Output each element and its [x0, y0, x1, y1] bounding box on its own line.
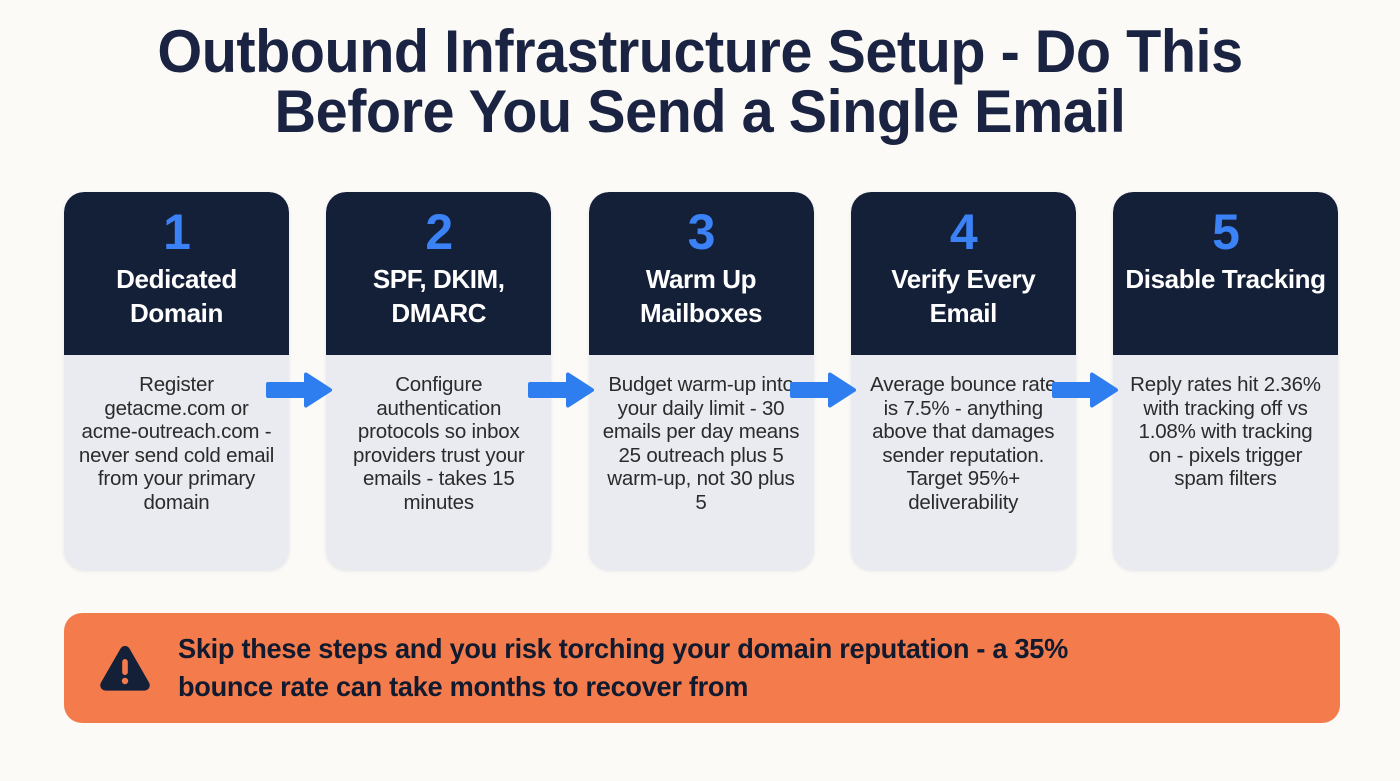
step-card-4: 4 Verify Every Email Average bounce rate… — [850, 192, 1076, 570]
step-card-5-title: Disable Tracking — [1125, 264, 1326, 294]
page-title-line-2: Before You Send a Single Email — [274, 78, 1126, 145]
page-title: Outbound Infrastructure Setup - Do This … — [28, 22, 1372, 142]
step-card-1-body: Register getacme.com or acme-outreach.co… — [78, 373, 275, 514]
step-card-5-number: 5 — [1212, 204, 1240, 260]
arrow-right-icon — [266, 372, 332, 408]
steps-container: 1 Dedicated Domain Register getacme.com … — [64, 192, 1338, 570]
step-card-1-header: 1 Dedicated Domain — [64, 192, 289, 355]
step-card-3-body: Budget warm-up into your daily limit - 3… — [602, 373, 800, 514]
step-card-5: 5 Disable Tracking Reply rates hit 2.36%… — [1113, 192, 1338, 570]
step-card-5-body: Reply rates hit 2.36% with tracking off … — [1130, 373, 1321, 490]
step-card-2-number: 2 — [425, 204, 453, 260]
step-card-2-header: 2 SPF, DKIM, DMARC — [326, 192, 552, 355]
step-card-1-title: Dedicated Domain — [116, 264, 237, 328]
step-card-5-header: 5 Disable Tracking — [1113, 192, 1338, 355]
step-card-3-header: 3 Warm Up Mailboxes — [588, 192, 814, 355]
step-card-4-title: Verify Every Email — [891, 264, 1036, 328]
warning-banner: Skip these steps and you risk torching y… — [64, 613, 1340, 723]
step-card-4-number: 4 — [949, 204, 978, 260]
arrow-right-icon — [790, 372, 856, 408]
page-title-line-1: Outbound Infrastructure Setup - Do This — [157, 18, 1243, 85]
warning-triangle-icon — [98, 643, 152, 693]
step-card-4-body: Average bounce rate is 7.5% - anything a… — [870, 373, 1057, 514]
warning-banner-line-2: bounce rate can take months to recover f… — [178, 671, 749, 702]
step-card-3: 3 Warm Up Mailboxes Budget warm-up into … — [588, 192, 814, 570]
step-card-1-number: 1 — [163, 204, 191, 260]
warning-banner-text: Skip these steps and you risk torching y… — [178, 630, 1068, 706]
step-card-1: 1 Dedicated Domain Register getacme.com … — [64, 192, 289, 570]
step-card-3-number: 3 — [687, 204, 716, 260]
warning-banner-line-1: Skip these steps and you risk torching y… — [178, 633, 1068, 664]
arrow-right-icon — [528, 372, 594, 408]
step-card-2-title: SPF, DKIM, DMARC — [372, 264, 505, 328]
step-card-2: 2 SPF, DKIM, DMARC Configure authenticat… — [326, 192, 552, 570]
step-card-4-header: 4 Verify Every Email — [850, 192, 1076, 355]
step-card-2-body: Configure authentication protocols so in… — [353, 373, 525, 514]
step-card-3-title: Warm Up Mailboxes — [639, 264, 763, 328]
arrow-right-icon — [1052, 372, 1118, 408]
